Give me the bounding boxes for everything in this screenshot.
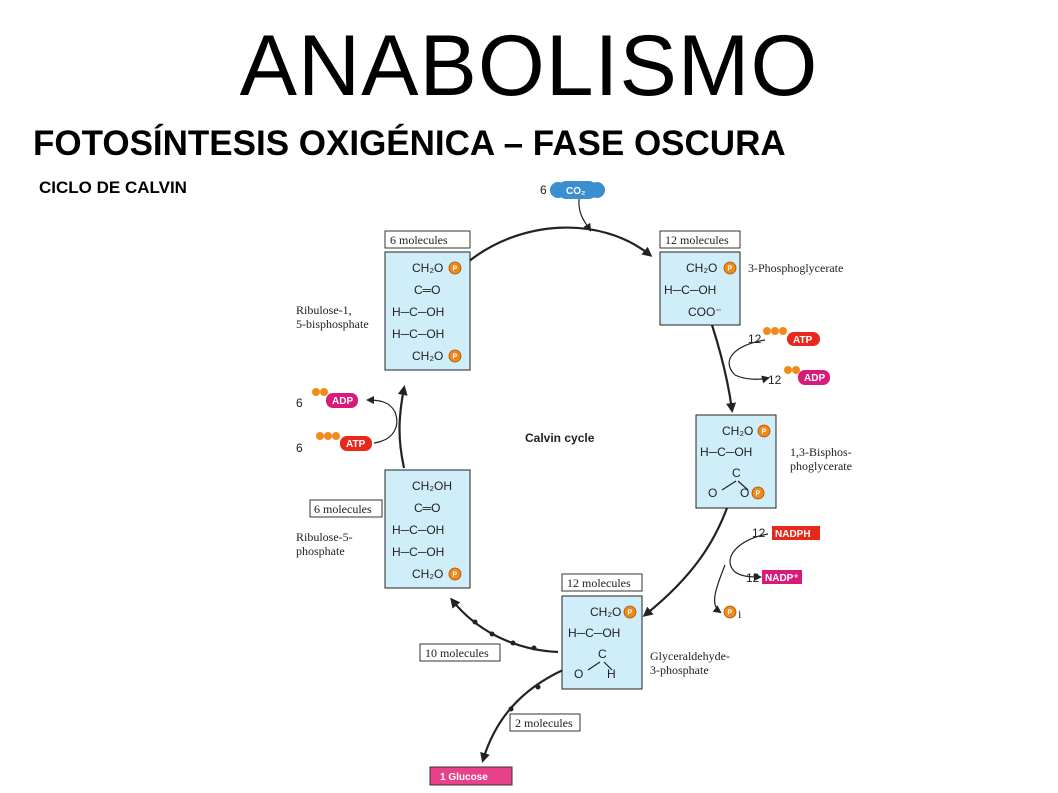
- rubp-name: Ribulose-1,5-bisphosphate: [296, 303, 369, 331]
- rubp-line-1: CH₂O: [412, 261, 443, 275]
- molecule-dots: [472, 619, 541, 712]
- nadp-count: 12: [746, 571, 760, 585]
- bpg-line-3: C: [732, 466, 741, 480]
- adp-label-1: ADP: [804, 373, 825, 384]
- atp-icon: ATP: [763, 327, 820, 346]
- ten-molecules-label: 10 molecules: [425, 646, 489, 660]
- rubp-line-3: H─C─OH: [392, 305, 444, 319]
- pga-count-box: [659, 230, 741, 249]
- pga-line-1: CH₂O: [686, 261, 717, 275]
- ru5p-count-box: [309, 499, 383, 518]
- g3p-line-4: O: [574, 667, 583, 681]
- pga-line-2: H─C─OH: [664, 283, 716, 297]
- rubp-count: 6 molecules: [390, 233, 448, 247]
- pi-arrow: [712, 564, 726, 614]
- co2-arrow: [578, 198, 592, 232]
- pi-sub: i: [738, 607, 742, 621]
- co2-count: 6: [540, 183, 547, 197]
- arrow-g3p-to-ru5p: [450, 597, 559, 654]
- phosphate-icon: [448, 261, 462, 275]
- ru5p-name: Ribulose-5-phosphate: [296, 530, 353, 558]
- atp-count-1: 12: [748, 332, 762, 346]
- bpg-line-5: O: [740, 486, 749, 500]
- rubp-line-5: CH₂O: [412, 349, 443, 363]
- two-molecules-label: 2 molecules: [515, 716, 573, 730]
- section-heading: CICLO DE CALVIN: [39, 178, 187, 197]
- phosphate-label: P: [762, 429, 767, 436]
- arrow-pga-to-bpg: [710, 324, 737, 413]
- bpg-bonds: [721, 480, 749, 491]
- g3p-count-box: [561, 573, 643, 592]
- phosphate-label: P: [453, 354, 458, 361]
- atp-count-2: 6: [296, 441, 303, 455]
- arrow-rubp-to-pga: [467, 226, 653, 263]
- atp-label-1: ATP: [793, 335, 813, 346]
- g3p-count: 12 molecules: [567, 576, 631, 590]
- nadph-label: NADPH: [775, 529, 811, 540]
- center-label: Calvin cycle: [525, 431, 595, 445]
- nadph-count: 12: [752, 526, 766, 540]
- co2-molecule-icon: CO₂: [550, 181, 605, 199]
- glucose-label: 1 Glucose: [440, 772, 488, 783]
- g3p-line-3: C: [598, 647, 607, 661]
- glucose-box: [429, 766, 513, 786]
- arrow-bpg-to-g3p: [642, 507, 729, 617]
- bpg-line-2: H─C─OH: [700, 445, 752, 459]
- phosphate-icon: [751, 486, 765, 500]
- ru5p-line-5: CH₂O: [412, 567, 443, 581]
- g3p-line-5: H: [607, 667, 616, 681]
- bpg-line-4: O: [708, 486, 717, 500]
- page-title: ANABOLISMO: [239, 18, 819, 114]
- phosphate-icon: [723, 605, 737, 619]
- co2-label: CO₂: [566, 186, 585, 197]
- g3p-bonds: [587, 661, 613, 671]
- ru5p-count: 6 molecules: [314, 502, 372, 516]
- pga-name: 3-Phosphoglycerate: [748, 261, 843, 275]
- phosphate-label: P: [453, 572, 458, 579]
- phosphate-label: P: [453, 266, 458, 273]
- bpg-line-1: CH₂O: [722, 424, 753, 438]
- phosphate-icon: [448, 567, 462, 581]
- nadp-icon: [762, 570, 802, 584]
- page-subtitle: FOTOSÍNTESIS OXIGÉNICA – FASE OSCURA: [33, 124, 786, 163]
- ru5p-line-4: H─C─OH: [392, 545, 444, 559]
- phosphate-label: P: [728, 266, 733, 273]
- pi-label: P: [728, 610, 733, 617]
- nadp-label: NADP⁺: [765, 573, 799, 584]
- atp-label-2: ATP: [346, 439, 366, 450]
- g3p-line-2: H─C─OH: [568, 626, 620, 640]
- rubp-line-2: C═O: [414, 283, 441, 297]
- adp-count-1: 12: [768, 373, 782, 387]
- adp-icon: ADP: [312, 388, 358, 408]
- phosphate-icon: [448, 349, 462, 363]
- rubp-count-box: [384, 230, 471, 249]
- rubp-line-4: H─C─OH: [392, 327, 444, 341]
- ru5p-line-1: CH₂OH: [412, 479, 452, 493]
- ru5p-line-3: H─C─OH: [392, 523, 444, 537]
- adp-label-2: ADP: [332, 396, 353, 407]
- ru5p-line-2: C═O: [414, 501, 441, 515]
- pga-count: 12 molecules: [665, 233, 729, 247]
- phosphate-icon: [757, 424, 771, 438]
- atp-icon: ATP: [316, 432, 372, 451]
- ten-molecules-box: [419, 643, 501, 662]
- adp-count-2: 6: [296, 396, 303, 410]
- phosphate-icon: [623, 605, 637, 619]
- atp-adp-arrow-2: [366, 396, 398, 444]
- phosphate-label: P: [756, 491, 761, 498]
- bpg-name: 1,3-Bisphos-phoglycerate: [790, 445, 852, 473]
- nadph-icon: [772, 526, 820, 540]
- arrow-ru5p-to-rubp: [397, 385, 408, 469]
- adp-icon: ADP: [784, 366, 830, 385]
- phosphate-label: P: [628, 610, 633, 617]
- atp-adp-arrow-1: [728, 339, 770, 384]
- nadph-arrow: [729, 533, 769, 581]
- two-molecules-box: [509, 713, 581, 732]
- g3p-name: Glyceraldehyde-3-phosphate: [650, 649, 730, 677]
- phosphate-icon: [723, 261, 737, 275]
- pga-line-3: COO⁻: [688, 305, 722, 319]
- g3p-line-1: CH₂O: [590, 605, 621, 619]
